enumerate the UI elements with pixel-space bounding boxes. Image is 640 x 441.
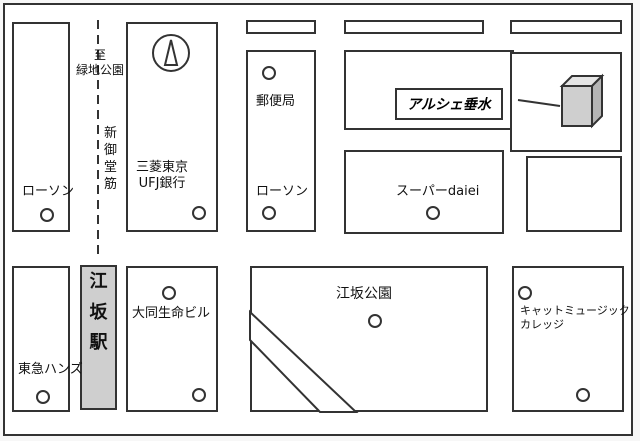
label-lawson-center: ローソン	[256, 184, 309, 199]
diagonal-road	[249, 309, 359, 413]
block-right-top	[510, 20, 622, 34]
block-right-lower	[526, 156, 622, 232]
label-shin-midosuji: 新 御 堂 筋	[104, 126, 118, 192]
north-arrow-icon	[152, 34, 190, 72]
location-pin-icon	[262, 206, 276, 220]
target-callout: アルシェ垂水	[395, 88, 503, 120]
location-pin-icon	[40, 208, 54, 222]
block-top-mid	[344, 20, 484, 34]
location-pin-icon	[192, 206, 206, 220]
block-post-office	[246, 50, 316, 232]
label-college: キャットミュージック カレッジ	[520, 304, 630, 331]
label-life-building: 大同生命ビル	[132, 306, 211, 321]
label-tokyu-hands: 東急ハンズ	[18, 362, 83, 377]
location-pin-icon	[426, 206, 440, 220]
label-bank: 三菱東京 UFJ銀行	[136, 160, 189, 192]
station-char-1: 江	[89, 271, 108, 292]
target-name: アルシェ垂水	[407, 97, 491, 113]
location-pin-icon	[162, 286, 176, 300]
label-to-park: 至 緑地公園	[76, 48, 125, 77]
location-pin-icon	[368, 314, 382, 328]
label-park: 江坂公園	[336, 286, 392, 302]
location-pin-icon	[262, 66, 276, 80]
station-char-3: 駅	[89, 332, 108, 354]
block-supermarket	[344, 150, 504, 234]
block-top-center	[246, 20, 316, 34]
building-cube-icon	[556, 72, 606, 130]
label-supermarket: スーパーdaiei	[396, 184, 480, 199]
location-pin-icon	[192, 388, 206, 402]
label-lawson-left: ローソン	[22, 184, 75, 199]
block-top-left	[12, 22, 70, 232]
esaka-station: 江 坂 駅	[80, 265, 117, 410]
label-post-office: 郵便局	[256, 94, 296, 109]
block-tokyu-hands	[12, 266, 70, 412]
location-pin-icon	[518, 286, 532, 300]
station-char-2: 坂	[89, 301, 108, 323]
location-pin-icon	[36, 390, 50, 404]
block-park	[250, 266, 488, 412]
location-pin-icon	[576, 388, 590, 402]
